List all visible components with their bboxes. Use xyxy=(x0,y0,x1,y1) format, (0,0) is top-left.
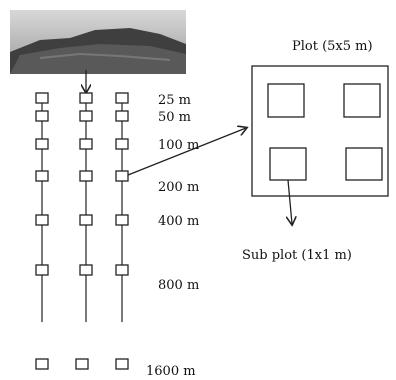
plot-square-1600 xyxy=(36,359,48,369)
plot-square-100-transect-1 xyxy=(36,139,48,149)
plot-label: Plot (5x5 m) xyxy=(292,39,373,54)
plot-square-400-transect-3 xyxy=(116,215,128,225)
subplot-label: Sub plot (1x1 m) xyxy=(242,248,352,263)
plot-detail: Plot (5x5 m) xyxy=(252,39,388,224)
subplot-square xyxy=(346,148,382,180)
plot-square-400-transect-1 xyxy=(36,215,48,225)
subplot-square xyxy=(344,84,380,117)
plot-square-800-transect-3 xyxy=(116,265,128,275)
distance-label-400: 400 m xyxy=(158,214,199,229)
plot-square-25-transect-3 xyxy=(116,93,128,103)
subplot-square xyxy=(270,148,306,180)
site-photo xyxy=(10,10,186,74)
plot-square-200-transect-3 xyxy=(116,171,128,181)
plot-square-25-transect-2 xyxy=(80,93,92,103)
plot-detail-arrow xyxy=(128,128,246,175)
distance-label-50: 50 m xyxy=(158,110,191,125)
distance-label-25: 25 m xyxy=(158,93,191,108)
plot-square-800-transect-2 xyxy=(80,265,92,275)
subplot-square xyxy=(268,84,304,117)
distance-labels: 25 m 50 m 100 m 200 m 400 m 800 m 1600 m xyxy=(146,93,199,379)
subplot-arrow xyxy=(288,180,292,224)
plot-square-25-transect-1 xyxy=(36,93,48,103)
plot-square-800-transect-1 xyxy=(36,265,48,275)
plot-square-50-transect-3 xyxy=(116,111,128,121)
distance-label-200: 200 m xyxy=(158,180,199,195)
plot-square-1600 xyxy=(76,359,88,369)
plot-square-50-transect-2 xyxy=(80,111,92,121)
plot-square-200-transect-1 xyxy=(36,171,48,181)
far-plots xyxy=(36,359,128,369)
distance-label-800: 800 m xyxy=(158,278,199,293)
plot-square-100-transect-2 xyxy=(80,139,92,149)
distance-label-1600: 1600 m xyxy=(146,364,196,379)
plot-square-200-transect-2 xyxy=(80,171,92,181)
plot-square-1600 xyxy=(116,359,128,369)
transects xyxy=(42,97,122,322)
distance-label-100: 100 m xyxy=(158,138,199,153)
plot-square-400-transect-2 xyxy=(80,215,92,225)
plot-square-100-transect-3 xyxy=(116,139,128,149)
plot-square-50-transect-1 xyxy=(36,111,48,121)
transect-plots xyxy=(36,93,128,275)
